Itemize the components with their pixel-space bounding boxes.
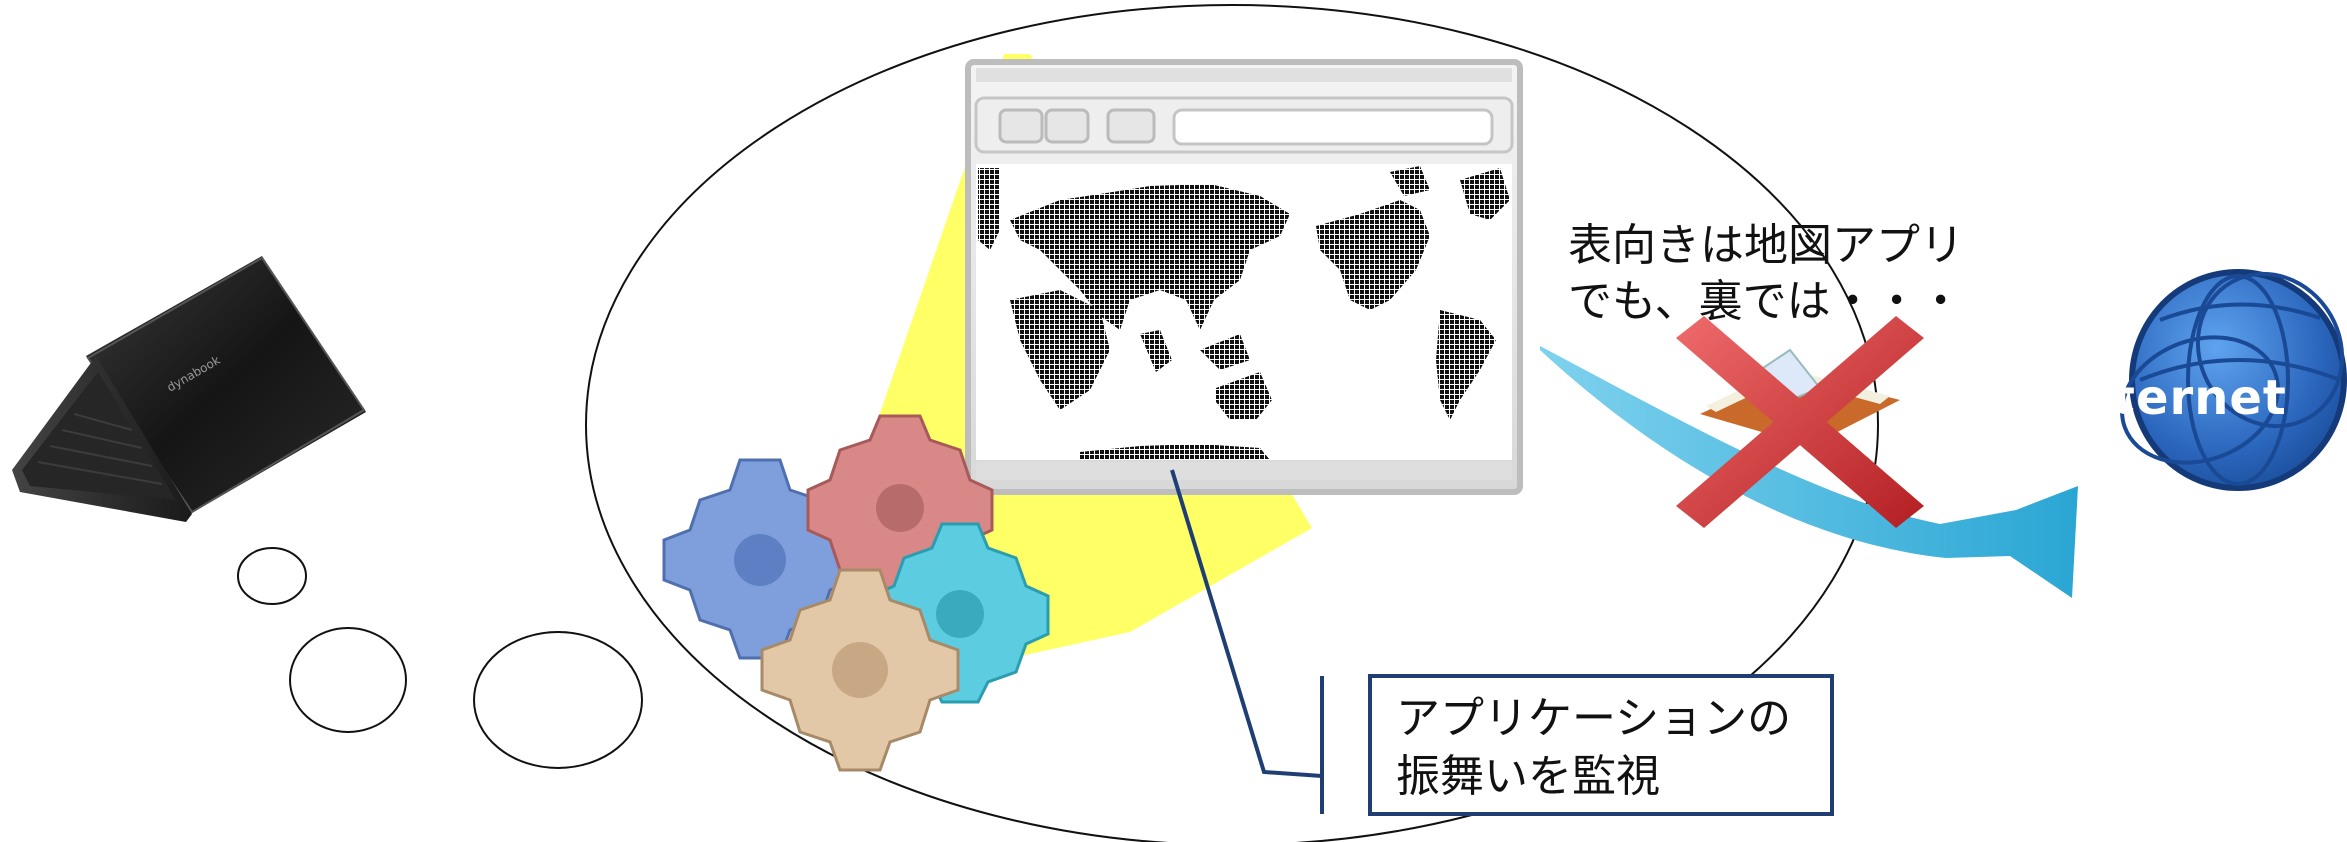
surface-text-line-1: 表向きは地図アプリ [1568,220,1964,271]
laptop-icon: dynabook [12,256,366,522]
browser-window-icon [965,59,1523,495]
arrow-icon [1540,346,2078,598]
callout-box: アプリケーションの 振舞いを監視 [1368,674,1834,816]
surface-text-line-2: でも、裏では・・・ [1568,276,1963,327]
gears-icon [662,414,1050,772]
internet-label: Internet [2058,370,2287,426]
surface-text: 表向きは地図アプリ でも、裏では・・・ [1568,218,1964,330]
callout-pointer [1170,469,1323,778]
globe-icon [2120,269,2347,491]
callout-line-2: 振舞いを監視 [1396,751,1660,802]
callout-line-1: アプリケーションの [1396,693,1792,744]
thought-bubbles [237,547,643,769]
world-map-icon [978,166,1510,460]
cross-icon [1676,316,1924,528]
